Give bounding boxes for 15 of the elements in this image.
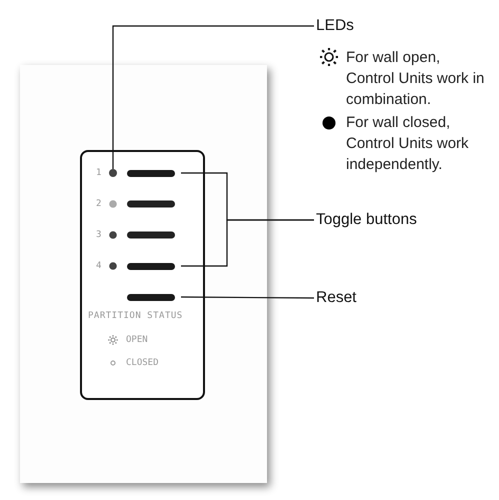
leader-line xyxy=(181,219,314,267)
legend-text: For wall closed, Control Units work independently. xyxy=(346,113,470,175)
led-number: 4 xyxy=(96,261,102,271)
status-label: OPEN xyxy=(126,335,148,345)
leader-line xyxy=(112,25,314,169)
callout-label: LEDs xyxy=(316,17,354,34)
legend-text: For wall open, Control Units work in combination. xyxy=(346,48,486,110)
panel-heading: PARTITION STATUS xyxy=(88,311,183,321)
callout-label: Reset xyxy=(316,289,356,306)
callout-label: Toggle buttons xyxy=(316,211,417,228)
led-number: 3 xyxy=(96,230,102,240)
leader-line xyxy=(181,296,314,299)
led-number: 2 xyxy=(96,199,102,209)
led-number: 1 xyxy=(96,168,102,178)
status-label: CLOSED xyxy=(126,358,159,368)
